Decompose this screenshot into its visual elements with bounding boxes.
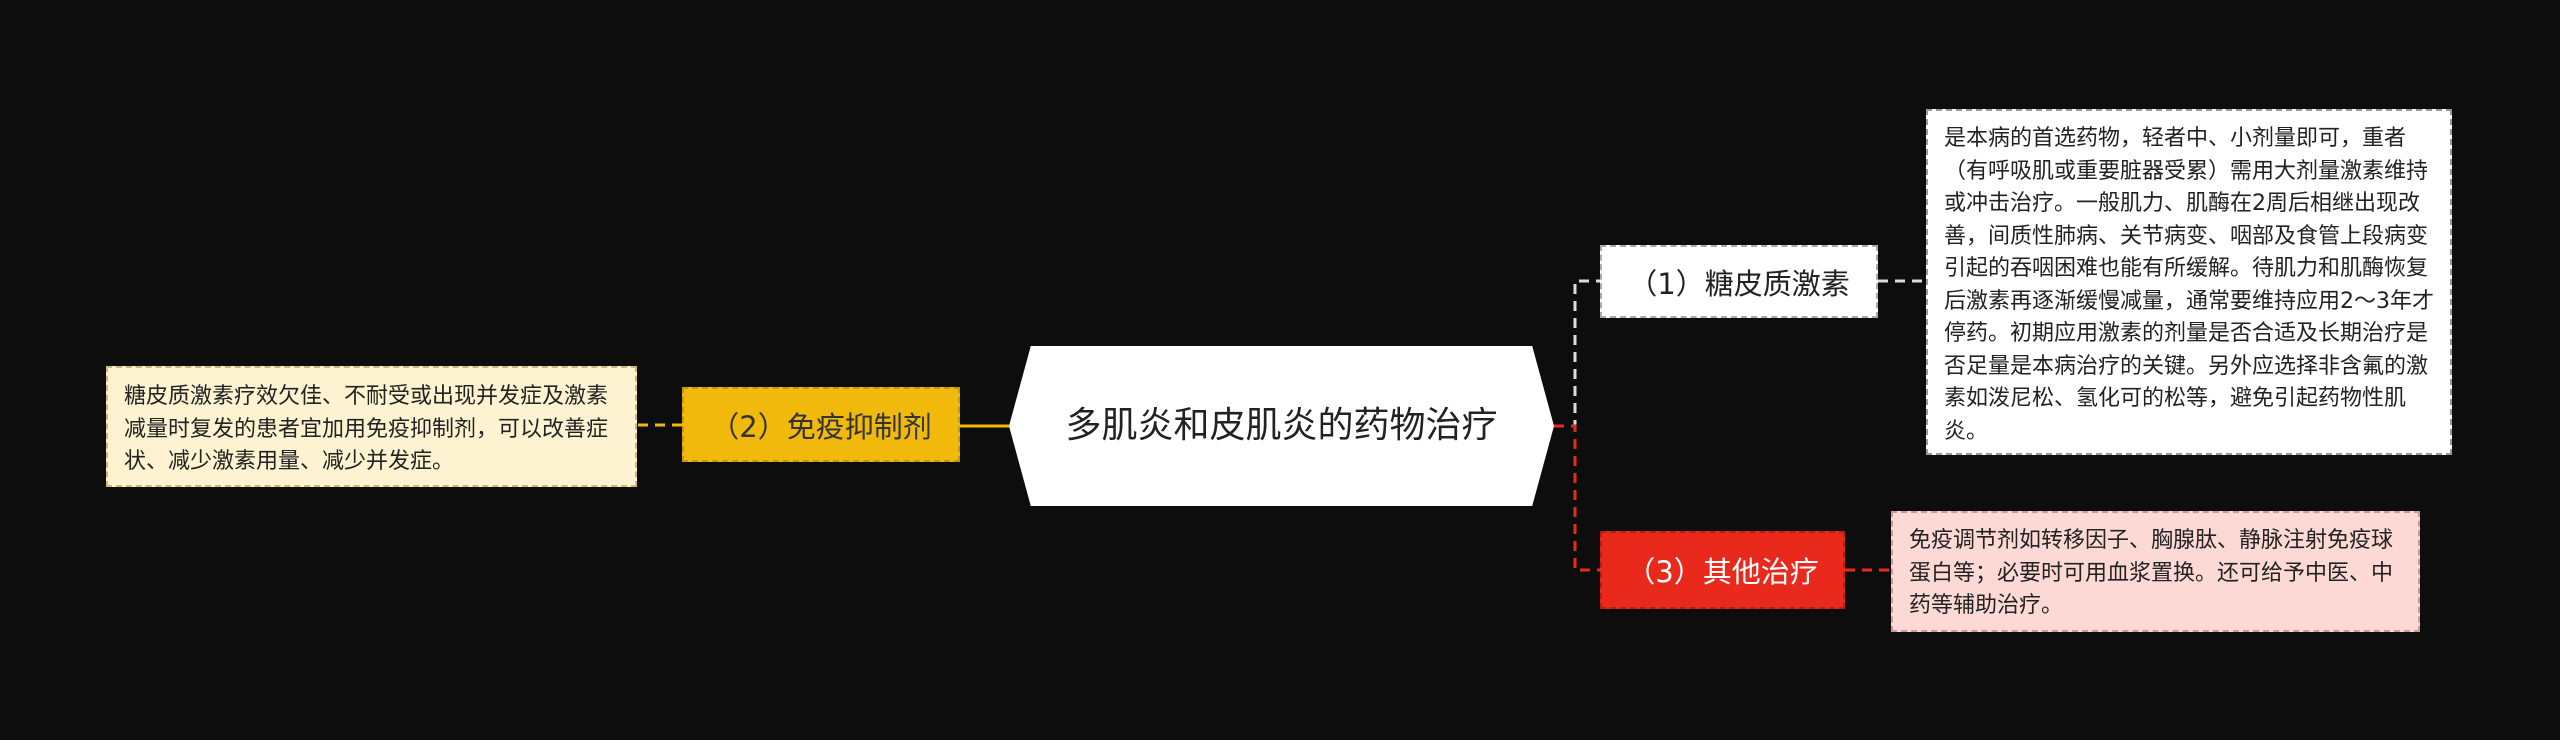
branch-node-other-treatment[interactable]: （3）其他治疗 (1600, 531, 1845, 609)
branch-node-immunosuppressant[interactable]: （2）免疫抑制剂 (682, 387, 960, 462)
note-other-treatment[interactable]: 免疫调节剂如转移因子、胸腺肽、静脉注射免疫球蛋白等；必要时可用血浆置换。还可给予… (1891, 511, 2420, 632)
branch-label: （3）其他治疗 (1626, 555, 1819, 589)
branch-node-glucocorticoid[interactable]: （1）糖皮质激素 (1600, 245, 1878, 318)
branch-label: （2）免疫抑制剂 (710, 409, 932, 444)
note-glucocorticoid[interactable]: 是本病的首选药物，轻者中、小剂量即可，重者（有呼吸肌或重要脏器受累）需用大剂量激… (1926, 109, 2452, 455)
note-text: 是本病的首选药物，轻者中、小剂量即可，重者（有呼吸肌或重要脏器受累）需用大剂量激… (1944, 126, 2434, 444)
central-topic-title: 多肌炎和皮肌炎的药物治疗 (1065, 405, 1498, 446)
note-text: 糖皮质激素疗效欠佳、不耐受或出现并发症及激素减量时复发的患者宜加用免疫抑制剂，可… (124, 384, 609, 474)
connector-center-to-branch-3 (1554, 424, 1600, 572)
connector-center-to-branch-1 (1554, 279, 1600, 428)
note-text: 免疫调节剂如转移因子、胸腺肽、静脉注射免疫球蛋白等；必要时可用血浆置换。还可给予… (1909, 528, 2394, 618)
note-immunosuppressant[interactable]: 糖皮质激素疗效欠佳、不耐受或出现并发症及激素减量时复发的患者宜加用免疫抑制剂，可… (106, 366, 637, 487)
branch-label: （1）糖皮质激素 (1628, 266, 1850, 301)
central-topic[interactable]: 多肌炎和皮肌炎的药物治疗 (1009, 346, 1554, 506)
